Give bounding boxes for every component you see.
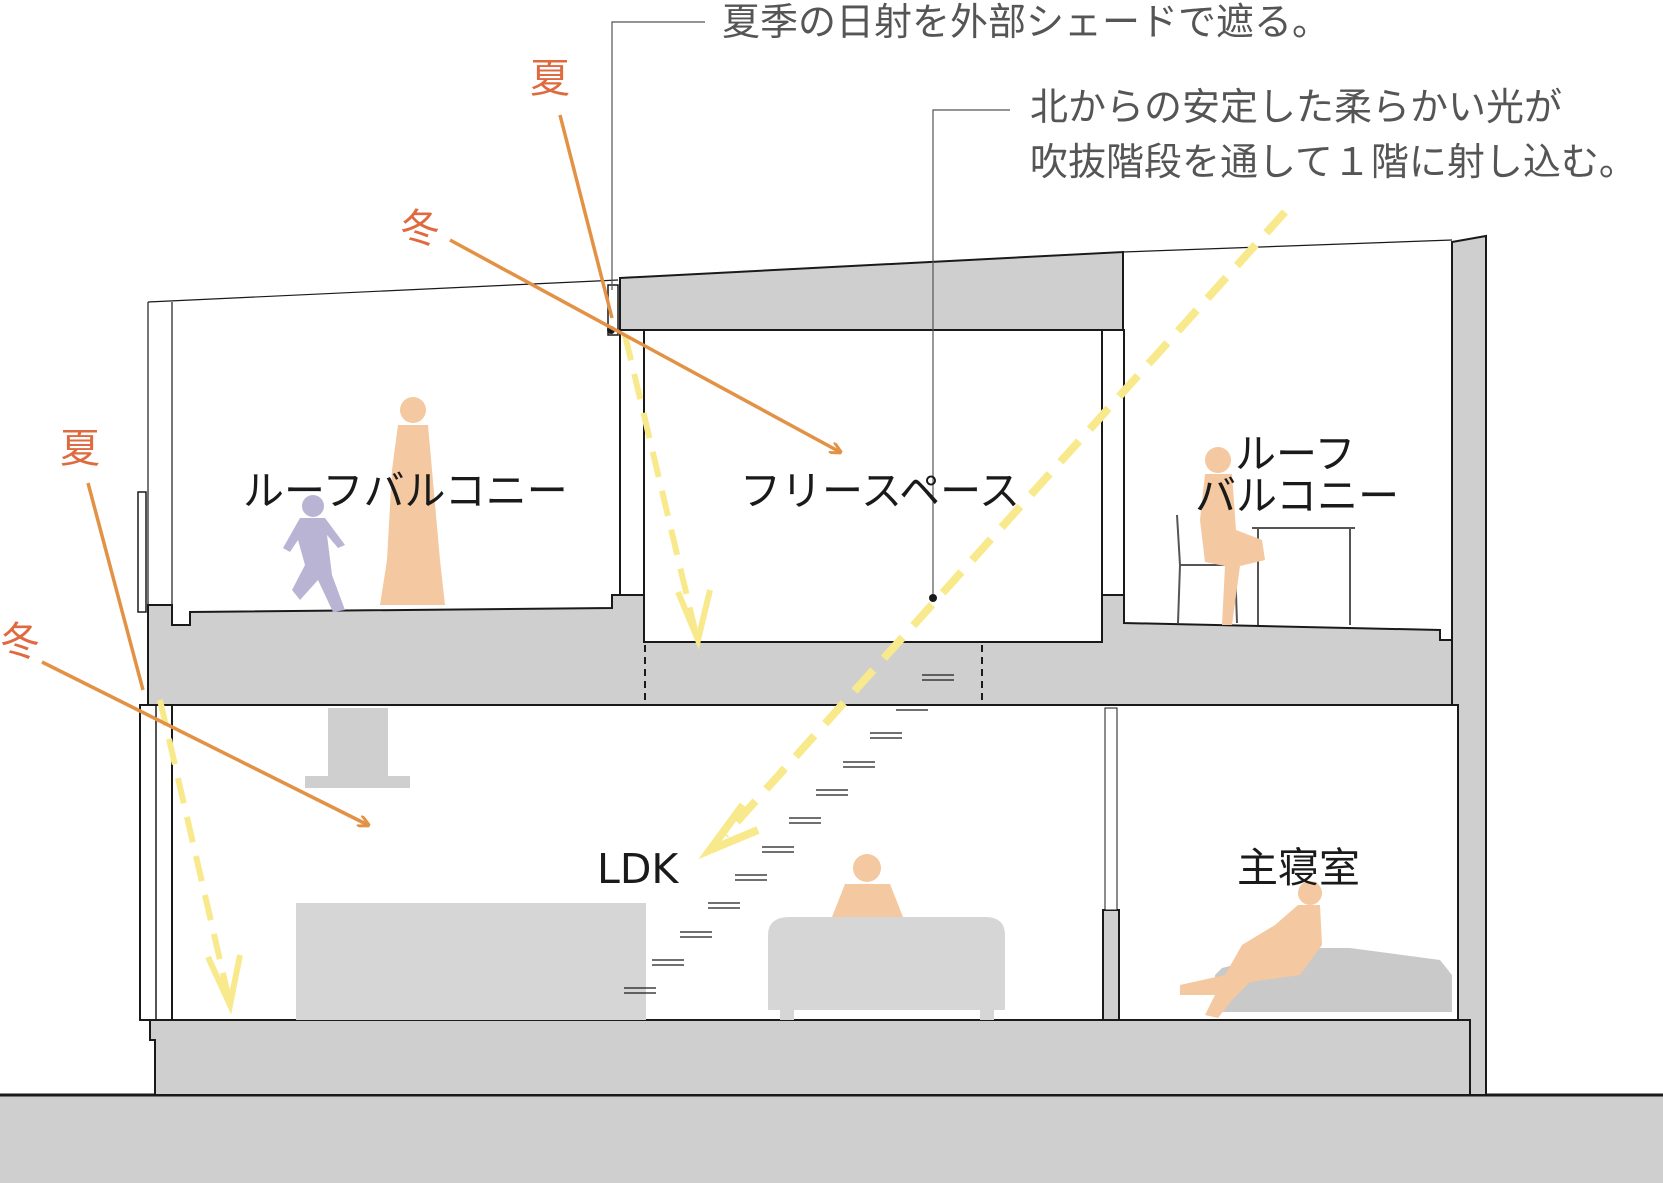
ground bbox=[0, 1095, 1663, 1183]
reflected-light-lower-arrowhead bbox=[205, 954, 243, 1015]
foundation bbox=[149, 1019, 1471, 1096]
bedroom-partition-wall bbox=[1102, 909, 1120, 1021]
kitchen-hood bbox=[305, 776, 410, 788]
north-light-arrowhead bbox=[698, 802, 760, 860]
room-label-master-bedroom: 主寝室 bbox=[1237, 844, 1360, 892]
reflected-light-upper-arrowhead bbox=[675, 589, 713, 650]
stairs bbox=[624, 674, 954, 994]
free-space-roof bbox=[619, 250, 1124, 331]
right-outer-wall bbox=[1451, 234, 1487, 1096]
winter-label-lower: 冬 bbox=[0, 619, 40, 665]
north-light-beam bbox=[722, 209, 1288, 838]
sofa-leg-right bbox=[980, 1008, 994, 1020]
winter-sun-upper bbox=[449, 238, 840, 452]
sofa-leg-left bbox=[780, 1008, 794, 1020]
kitchen-counter bbox=[296, 903, 646, 1020]
room-label-roof-balcony-right-2: バルコニー bbox=[1195, 472, 1399, 520]
room-label-free-space: フリースペース bbox=[740, 467, 1020, 515]
second-floor-slab bbox=[147, 594, 1453, 706]
room-label-roof-balcony-left: ルーフバルコニー bbox=[243, 467, 568, 515]
north-light-annotation-line1: 北からの安定した柔らかい光が bbox=[1030, 85, 1562, 129]
child-running-silhouette bbox=[283, 495, 345, 612]
free-space-left-wall bbox=[619, 329, 645, 596]
summer-label-lower: 夏 bbox=[60, 426, 100, 472]
man-sitting-silhouette bbox=[832, 854, 903, 917]
sofa bbox=[768, 917, 1005, 1010]
roof-line-left bbox=[147, 279, 619, 303]
woman-standing-silhouette bbox=[380, 397, 445, 605]
kitchen-hood-duct bbox=[328, 708, 388, 778]
free-space-right-wall bbox=[1101, 329, 1125, 596]
shade-annotation: 夏季の日射を外部シェードで遮る。 bbox=[722, 0, 1330, 44]
reflected-light-upper bbox=[622, 334, 698, 631]
woman-sitting-silhouette bbox=[1200, 447, 1265, 625]
summer-sun-upper bbox=[558, 114, 614, 319]
north-light-leader-dot bbox=[929, 594, 937, 602]
summer-sun-lower bbox=[86, 482, 145, 691]
roof-line-right bbox=[1122, 239, 1453, 253]
north-light-annotation-line2: 吹抜階段を通して１階に射し込む。 bbox=[1030, 140, 1637, 184]
external-shade bbox=[607, 284, 619, 336]
summer-label-upper: 夏 bbox=[530, 56, 570, 102]
winter-sun-lower bbox=[41, 660, 368, 825]
room-label-ldk: LDK bbox=[597, 845, 679, 893]
woman-reclining-silhouette bbox=[1180, 881, 1322, 1018]
room-label-roof-balcony-right-1: ルーフ bbox=[1235, 430, 1356, 478]
reflected-light-lower bbox=[157, 699, 231, 996]
shade-leader-line bbox=[611, 21, 705, 290]
left-railing bbox=[137, 491, 147, 613]
north-light-leader-line bbox=[932, 109, 1010, 598]
bedroom-door bbox=[1104, 707, 1118, 911]
winter-label-upper: 冬 bbox=[400, 206, 440, 252]
